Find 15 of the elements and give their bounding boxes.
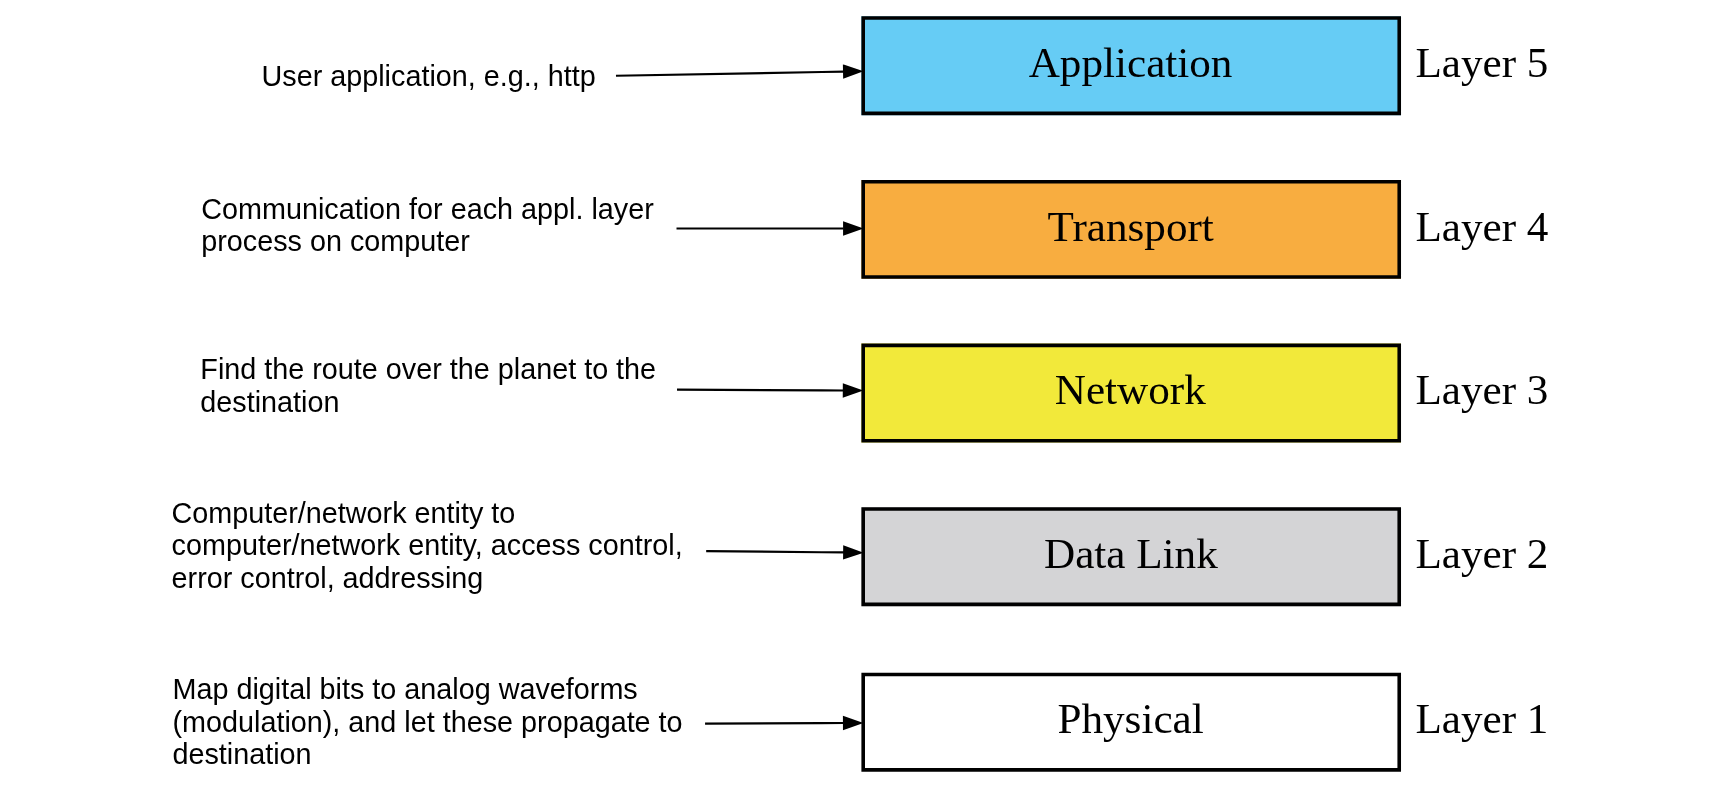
node-label: Layer 5 xyxy=(1415,38,1549,86)
node-text: Communication for each appl. layer process on computer xyxy=(201,193,654,258)
node-label: Layer 4 xyxy=(1415,202,1549,250)
arrow xyxy=(615,64,864,79)
node-label: Layer 3 xyxy=(1415,366,1549,414)
node-text: User application, e.g., http xyxy=(261,60,596,93)
arrow xyxy=(676,221,864,236)
arrow xyxy=(677,383,864,398)
arrow xyxy=(705,715,864,731)
arrow xyxy=(706,545,864,560)
node-label: Layer 1 xyxy=(1415,695,1549,743)
node-text: Map digital bits to analog waveforms (modulation), and let these propagate to destination xyxy=(172,673,683,771)
node-text: Find the route over the planet to the destination xyxy=(200,353,657,418)
node-label: Layer 2 xyxy=(1415,529,1549,577)
node-text: Computer/network entity to computer/network entity, access control, error control, addressing xyxy=(171,497,683,594)
